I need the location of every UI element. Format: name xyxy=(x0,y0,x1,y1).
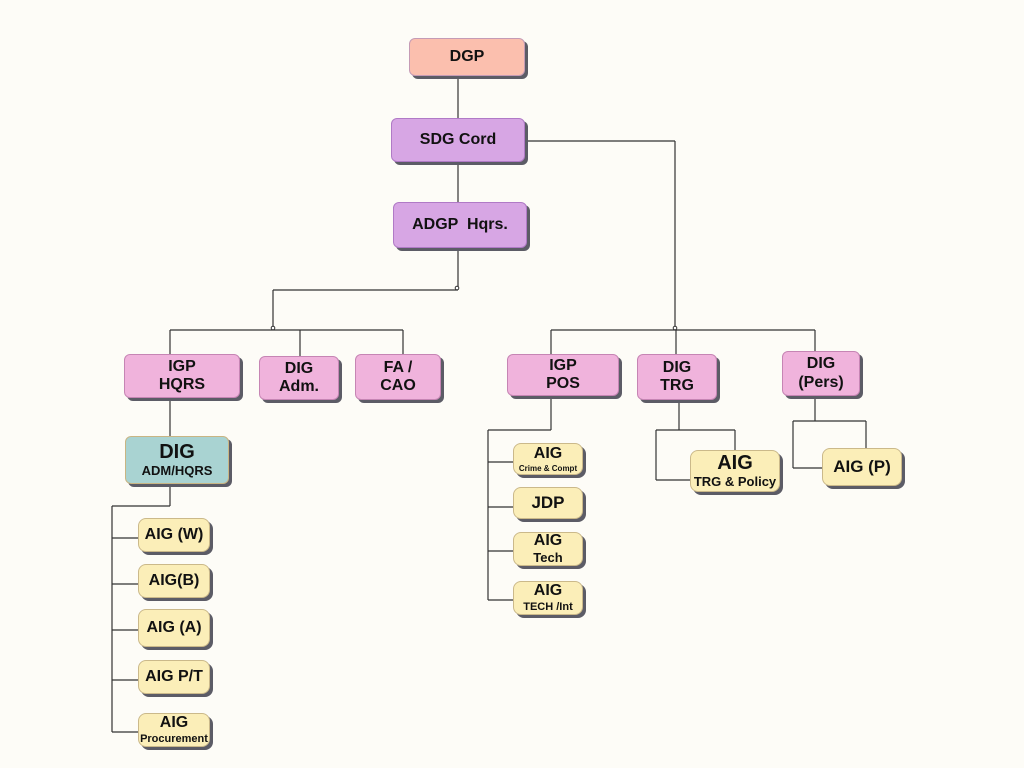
node-jdp: JDP xyxy=(513,487,583,519)
node-sdg-cord: SDG Cord xyxy=(391,118,525,162)
node-dgp: DGP xyxy=(409,38,525,76)
node-aig-tech: AIG Tech xyxy=(513,532,583,566)
node-aig-procurement: AIG Procurement xyxy=(138,713,210,747)
node-label: AIG xyxy=(533,532,563,550)
node-label: JDP xyxy=(531,493,565,513)
node-label: AIG (P) xyxy=(833,457,891,477)
node-label: AIG (W) xyxy=(144,525,204,543)
node-label: ADGP Hqrs. xyxy=(412,215,508,233)
node-label: AIG (A) xyxy=(146,618,202,636)
node-label: DIG Adm. xyxy=(279,359,319,395)
node-label: DGP xyxy=(449,47,485,65)
node-aig-b: AIG(B) xyxy=(138,564,210,598)
node-label: AIG xyxy=(717,452,753,475)
node-dig-pers: DIG (Pers) xyxy=(782,351,860,396)
node-aig-a: AIG (A) xyxy=(138,609,210,647)
node-label: SDG Cord xyxy=(419,130,497,148)
node-aig-crime: AIG Crime & Compt xyxy=(513,443,583,475)
node-label: DIG (Pers) xyxy=(798,355,844,391)
node-aig-trg-policy: AIG TRG & Policy xyxy=(690,450,780,492)
node-sublabel: TRG & Policy xyxy=(693,474,777,490)
node-igp-hqrs: IGP HQRS xyxy=(124,354,240,398)
node-label: FA / CAO xyxy=(380,358,416,394)
node-label: AIG(B) xyxy=(148,571,200,589)
junction-dot xyxy=(270,325,276,331)
node-label: AIG xyxy=(533,582,563,600)
node-sublabel: Crime & Compt xyxy=(518,463,578,473)
node-label: DIG xyxy=(159,441,195,464)
node-adgp-hqrs: ADGP Hqrs. xyxy=(393,202,527,248)
node-sublabel: ADM/HQRS xyxy=(141,463,213,479)
node-label: IGP POS xyxy=(546,356,580,392)
node-dig-trg: DIG TRG xyxy=(637,354,717,400)
junction-dot xyxy=(672,325,678,331)
node-sublabel: TECH /Int xyxy=(523,600,573,613)
node-aig-pt: AIG P/T xyxy=(138,660,210,694)
node-label: AIG P/T xyxy=(145,667,203,685)
node-aig-p: AIG (P) xyxy=(822,448,902,486)
node-igp-pos: IGP POS xyxy=(507,354,619,396)
node-dig-adm: DIG Adm. xyxy=(259,356,339,400)
node-sublabel: Tech xyxy=(533,549,563,565)
node-label: AIG xyxy=(533,445,563,463)
node-label: DIG TRG xyxy=(660,358,694,394)
node-sublabel: Procurement xyxy=(140,732,208,745)
node-fa-cao: FA / CAO xyxy=(355,354,441,400)
junction-dot xyxy=(454,285,460,291)
node-aig-tech-int: AIG TECH /Int xyxy=(513,581,583,615)
node-label: AIG xyxy=(159,714,189,732)
node-label: IGP HQRS xyxy=(158,357,206,393)
node-aig-w: AIG (W) xyxy=(138,518,210,552)
node-dig-adm-hqrs: DIG ADM/HQRS xyxy=(125,436,229,484)
